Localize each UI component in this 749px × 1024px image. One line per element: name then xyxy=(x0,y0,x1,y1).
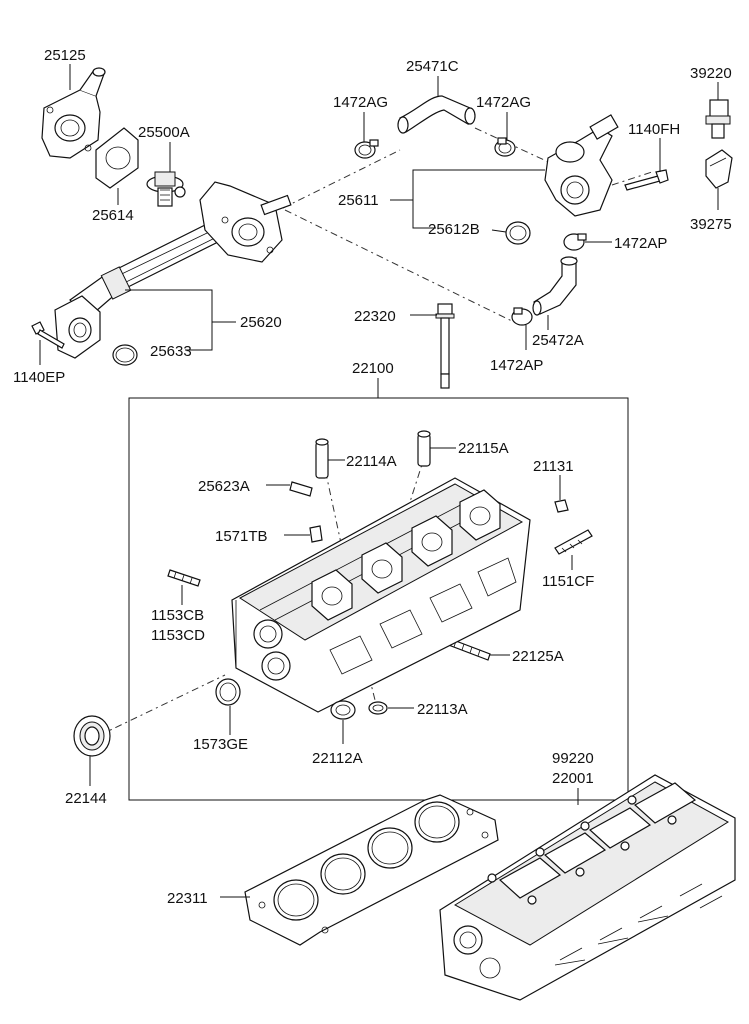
label-22112a: 22112A xyxy=(312,750,363,767)
valve-guide-intake xyxy=(315,438,329,479)
label-25472a: 25472A xyxy=(532,332,584,349)
inlet-hose xyxy=(532,256,578,316)
temperature-sensor xyxy=(705,99,731,139)
label-22144: 22144 xyxy=(65,790,107,807)
label-22115a: 22115A xyxy=(458,440,509,457)
label-1472ag-left: 1472AG xyxy=(333,94,388,111)
dowel-pin xyxy=(289,481,313,497)
label-22001: 22001 xyxy=(552,770,594,787)
valve-guide-exhaust xyxy=(417,430,431,467)
label-25614: 25614 xyxy=(92,207,134,224)
water-outlet-fitting xyxy=(41,67,106,159)
thermostat-gasket xyxy=(95,127,139,189)
hose-clamp-right xyxy=(494,137,516,157)
label-1151cf: 1151CF xyxy=(542,573,594,590)
valve-seat-intake xyxy=(330,700,356,720)
hose-clamp-upper xyxy=(563,233,587,251)
label-22125a: 22125A xyxy=(512,648,564,665)
label-1472ap-upper: 1472AP xyxy=(614,235,667,252)
cam-cap-plug xyxy=(215,678,241,706)
bolt-1140ep xyxy=(31,321,65,349)
label-22113a: 22113A xyxy=(417,701,468,718)
label-1140fh: 1140FH xyxy=(628,121,680,138)
head-gasket xyxy=(244,794,499,946)
label-1472ap-lower: 1472AP xyxy=(490,357,543,374)
label-21131: 21131 xyxy=(533,458,574,475)
water-pipe xyxy=(54,181,292,359)
plug-1571tb xyxy=(309,525,323,543)
hose-clamp-left xyxy=(354,139,379,159)
label-25611: 25611 xyxy=(338,192,379,209)
cylinder-head-assembly xyxy=(439,774,736,1001)
inlet-gasket xyxy=(505,221,531,245)
label-1153cd: 1153CD xyxy=(151,627,205,644)
head-bolt xyxy=(435,303,455,389)
label-22100: 22100 xyxy=(352,360,394,377)
label-1472ag-right: 1472AG xyxy=(476,94,531,111)
label-39275: 39275 xyxy=(690,216,732,233)
label-25500a: 25500A xyxy=(138,124,190,141)
label-25471c: 25471C xyxy=(406,58,459,75)
stud-1153cb xyxy=(167,569,201,587)
label-22320: 22320 xyxy=(354,308,396,325)
thermostat xyxy=(146,171,186,207)
bolt-1140fh xyxy=(624,169,669,191)
label-99220: 99220 xyxy=(552,750,594,767)
cylinder-head xyxy=(231,477,531,713)
label-25633: 25633 xyxy=(150,343,192,360)
bypass-hose xyxy=(397,95,476,134)
label-22114a: 22114A xyxy=(346,453,397,470)
label-22311: 22311 xyxy=(167,890,208,907)
plug-21131 xyxy=(554,499,569,513)
valve-seat-exhaust xyxy=(368,701,388,715)
label-25612b: 25612B xyxy=(428,221,480,238)
label-25125: 25125 xyxy=(44,47,86,64)
label-1573ge: 1573GE xyxy=(193,736,248,753)
part-labels: 25125 25500A 25614 25471C 1472AG 1472AG … xyxy=(13,47,732,907)
label-39220: 39220 xyxy=(690,65,732,82)
label-1153cb: 1153CB xyxy=(151,607,204,624)
label-1571tb: 1571TB xyxy=(215,528,268,545)
hose-clamp-lower xyxy=(511,307,533,326)
label-25620: 25620 xyxy=(240,314,282,331)
label-1140ep: 1140EP xyxy=(13,369,65,386)
oil-seal xyxy=(73,715,111,757)
sensor-clip xyxy=(705,149,733,189)
stud-1151cf xyxy=(554,529,593,555)
label-25623a: 25623A xyxy=(198,478,250,495)
water-inlet-fitting xyxy=(544,114,619,217)
